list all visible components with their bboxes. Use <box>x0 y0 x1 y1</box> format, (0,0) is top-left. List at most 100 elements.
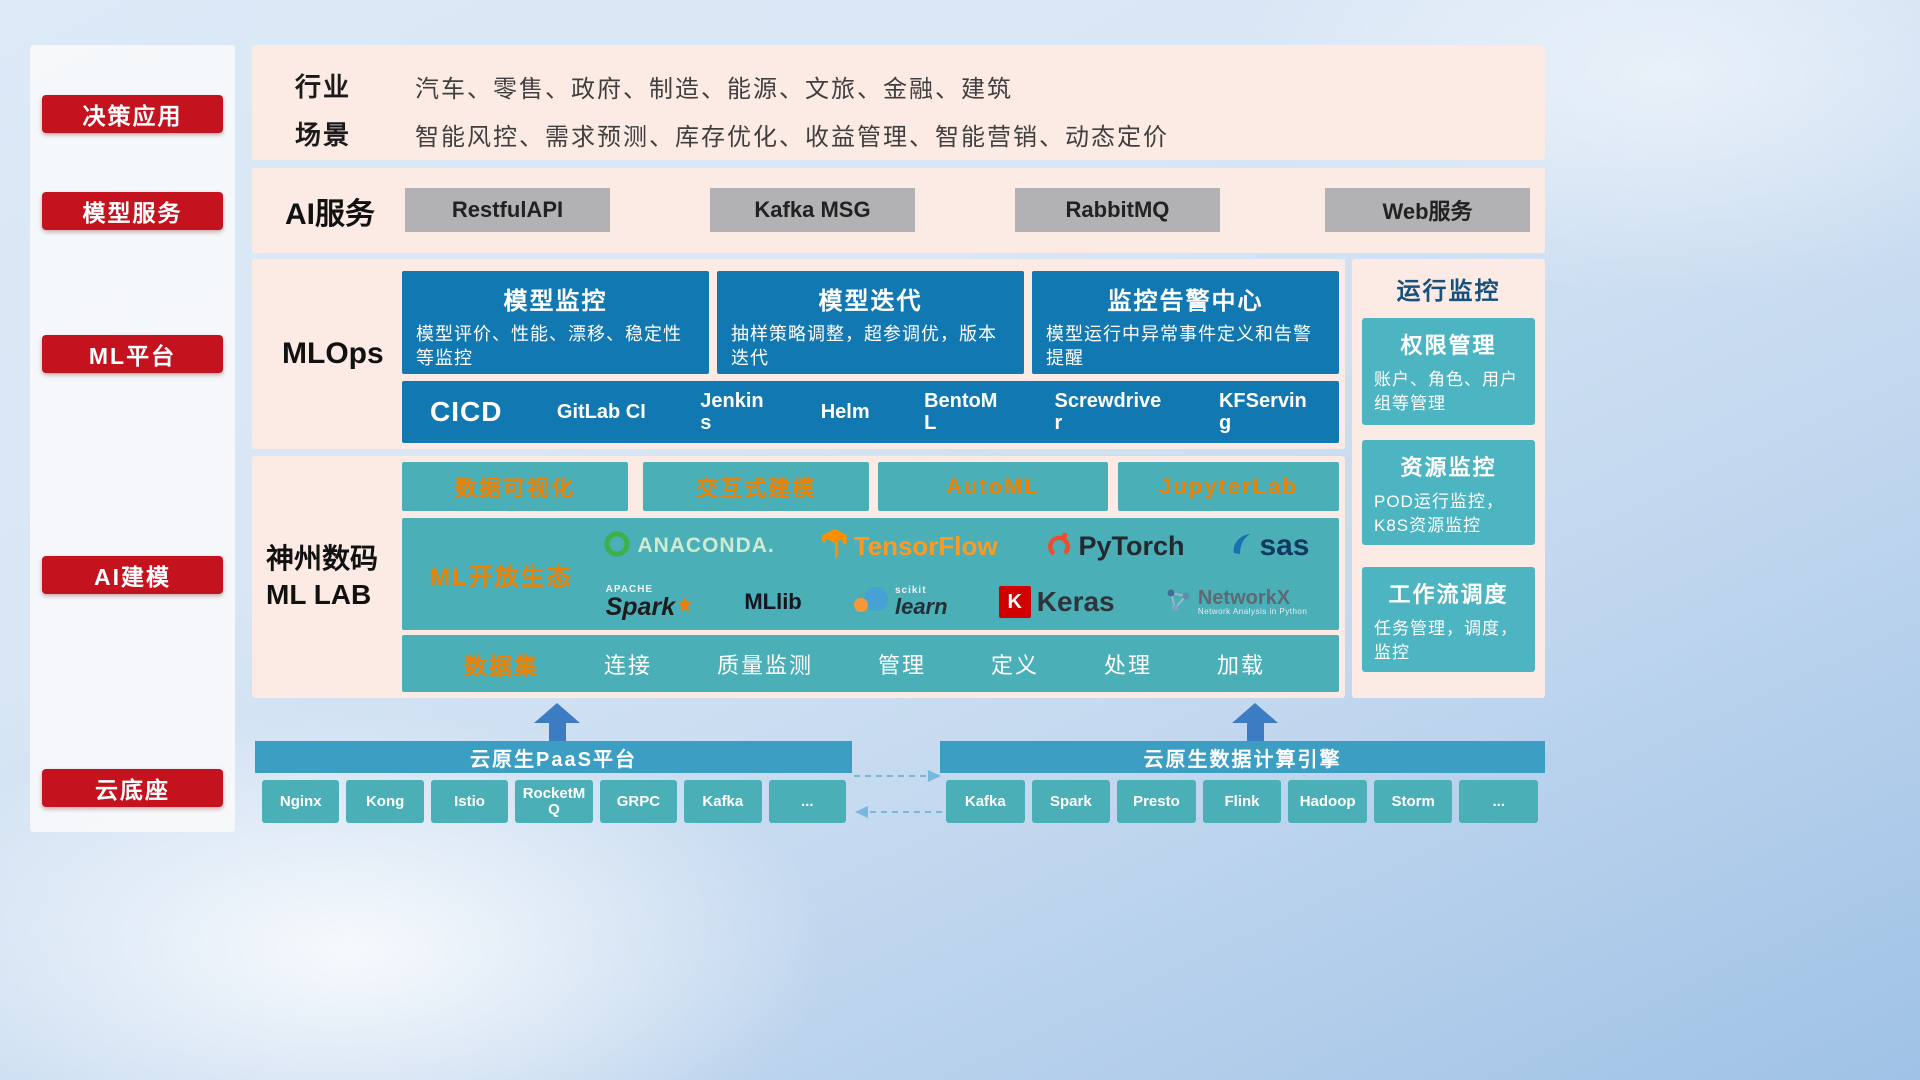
card-title: 模型迭代 <box>818 288 923 315</box>
paas-item-istio: Istio <box>430 780 509 823</box>
card-model-iteration: 模型迭代 抽样策略调整，超参调优，版本迭代 <box>717 271 1024 374</box>
service-kafka-msg: Kafka MSG <box>710 188 915 232</box>
dataset-item-process: 处理 <box>1103 652 1152 678</box>
scene-value: 智能风控、需求预测、库存优化、收益管理、智能营销、动态定价 <box>415 124 1169 151</box>
engine-item-more: ... <box>1459 780 1539 823</box>
cicd-item-screwdriver: Screwdriver <box>1054 390 1162 434</box>
keras-logo: K Keras <box>998 586 1115 618</box>
service-rabbitmq: RabbitMQ <box>1015 188 1220 232</box>
networkx-label: NetworkX <box>1197 587 1291 609</box>
card-permission-management: 权限管理 账户、角色、用户组等管理 <box>1362 318 1535 425</box>
dataset-label: 数据集 <box>464 652 539 679</box>
sidebar-item-ai-modeling: AI建模 <box>42 556 223 594</box>
card-resource-monitoring: 资源监控 POD运行监控，K8S资源监控 <box>1362 440 1535 545</box>
arrow-stem <box>548 723 566 741</box>
logo-row-1: ANACONDA. TensorFlow PyTorch sas <box>580 528 1333 564</box>
cicd-item-gitlab: GitLab CI <box>556 400 646 423</box>
tool-automl: AutoML <box>878 462 1108 511</box>
service-web: Web服务 <box>1325 188 1530 232</box>
card-title: 模型监控 <box>503 288 608 315</box>
scikit-learn-icon <box>853 586 889 619</box>
engine-item-presto: Presto <box>1117 780 1196 823</box>
cicd-item-helm: Helm <box>820 400 870 423</box>
industry-label: 行业 <box>295 72 352 102</box>
data-flow-arrows <box>854 770 942 818</box>
card-desc: POD运行监控，K8S资源监控 <box>1374 492 1504 535</box>
mllab-label-line2: ML LAB <box>266 579 372 610</box>
mllib-logo: MLlib <box>744 589 801 615</box>
up-arrow-icon <box>534 703 580 741</box>
engine-item-hadoop: Hadoop <box>1288 780 1367 823</box>
scikit-sub-label: scikit <box>894 585 927 596</box>
cicd-item-bentoml: BentoML <box>924 390 998 434</box>
ai-service-panel: AI服务 RestfulAPI Kafka MSG RabbitMQ Web服务 <box>252 168 1545 253</box>
dataset-bar: 数据集 连接 质量监测 管理 定义 处理 加载 <box>402 635 1339 692</box>
paas-item-rocketmq: RocketMQ <box>515 780 593 823</box>
spark-sub-label: APACHE <box>605 583 654 595</box>
sidebar-item-decision-app: 决策应用 <box>42 95 223 133</box>
card-title: 工作流调度 <box>1388 582 1509 607</box>
card-title: 权限管理 <box>1400 333 1497 358</box>
card-desc: 任务管理，调度，监控 <box>1374 619 1518 662</box>
paas-item-more: ... <box>768 780 846 823</box>
scikit-learn-logo: scikit learn <box>853 586 948 619</box>
card-alert-center: 监控告警中心 模型运行中异常事件定义和告警提醒 <box>1032 271 1339 374</box>
pytorch-label: PyTorch <box>1078 530 1185 561</box>
runtime-monitoring-title: 运行监控 <box>1396 278 1501 305</box>
engine-buttons-row: Kafka Spark Presto Flink Hadoop Storm ..… <box>946 780 1539 823</box>
keras-label: Keras <box>1036 586 1115 617</box>
engine-item-storm: Storm <box>1373 780 1453 823</box>
paas-item-grpc: GRPC <box>599 780 678 823</box>
card-desc: 模型评价、性能、漂移、稳定性等监控 <box>416 324 682 369</box>
engine-item-kafka: Kafka <box>946 780 1025 823</box>
tensorflow-icon <box>821 528 848 564</box>
tool-data-visualization: 数据可视化 <box>402 462 628 511</box>
paas-item-kong: Kong <box>346 780 424 823</box>
card-desc: 账户、角色、用户组等管理 <box>1374 370 1518 413</box>
spark-label: Spark <box>605 592 676 621</box>
paas-buttons-row: Nginx Kong Istio RocketMQ GRPC Kafka ... <box>262 780 846 823</box>
arrow-head <box>534 703 580 723</box>
scikit-learn-label: learn <box>894 594 948 619</box>
mllab-panel: 神州数码 ML LAB 数据可视化 交互式建模 AutoML JupyterLa… <box>252 456 1345 698</box>
cicd-label: CICD <box>430 396 503 427</box>
scene-label: 场景 <box>295 120 352 150</box>
sas-label: sas <box>1259 529 1310 562</box>
dataset-item-define: 定义 <box>990 652 1039 678</box>
arrow-head <box>1232 703 1278 723</box>
sidebar-item-ml-platform: ML平台 <box>42 335 223 373</box>
ai-service-label: AI服务 <box>285 197 375 231</box>
card-title: 资源监控 <box>1400 455 1497 480</box>
mllib-label: MLlib <box>744 589 802 614</box>
ml-ecosystem-box: ML开放生态 ANACONDA. TensorFlow PyTorch <box>402 518 1339 630</box>
industry-value: 汽车、零售、政府、制造、能源、文旅、金融、建筑 <box>415 76 1013 103</box>
sas-icon <box>1231 531 1253 562</box>
anaconda-icon <box>603 530 631 563</box>
arrow-stem <box>1246 723 1264 741</box>
cicd-item-jenkins: Jenkins <box>700 390 764 434</box>
spark-logo: APACHE Spark <box>605 583 693 621</box>
dataset-item-load: 加载 <box>1216 652 1265 678</box>
service-restfulapi: RestfulAPI <box>405 188 610 232</box>
card-model-monitoring: 模型监控 模型评价、性能、漂移、稳定性等监控 <box>402 271 709 374</box>
engine-item-spark: Spark <box>1031 780 1111 823</box>
anaconda-logo: ANACONDA. <box>603 530 774 563</box>
networkx-sub-label: Network Analysis in Python <box>1197 607 1308 616</box>
ml-ecosystem-label: ML开放生态 <box>430 563 573 591</box>
paas-item-kafka: Kafka <box>684 780 762 823</box>
cicd-item-kfserving: KFServing <box>1218 390 1307 434</box>
spark-star-icon <box>677 597 693 617</box>
tensorflow-label: TensorFlow <box>853 530 998 561</box>
industry-scene-panel: 行业 汽车、零售、政府、制造、能源、文旅、金融、建筑 场景 智能风控、需求预测、… <box>252 45 1545 160</box>
left-sidebar: 决策应用 模型服务 ML平台 AI建模 云底座 <box>30 45 235 832</box>
anaconda-label: ANACONDA. <box>637 534 775 557</box>
tensorflow-logo: TensorFlow <box>821 528 998 564</box>
sidebar-item-model-service: 模型服务 <box>42 192 223 230</box>
logo-row-2: APACHE Spark MLlib scikit <box>580 583 1333 621</box>
tool-interactive-modeling: 交互式建模 <box>643 462 869 511</box>
up-arrow-icon <box>1232 703 1278 741</box>
sas-logo: sas <box>1231 529 1310 563</box>
card-desc: 抽样策略调整，超参调优，版本迭代 <box>731 324 997 369</box>
mlops-label: MLOps <box>282 337 384 370</box>
